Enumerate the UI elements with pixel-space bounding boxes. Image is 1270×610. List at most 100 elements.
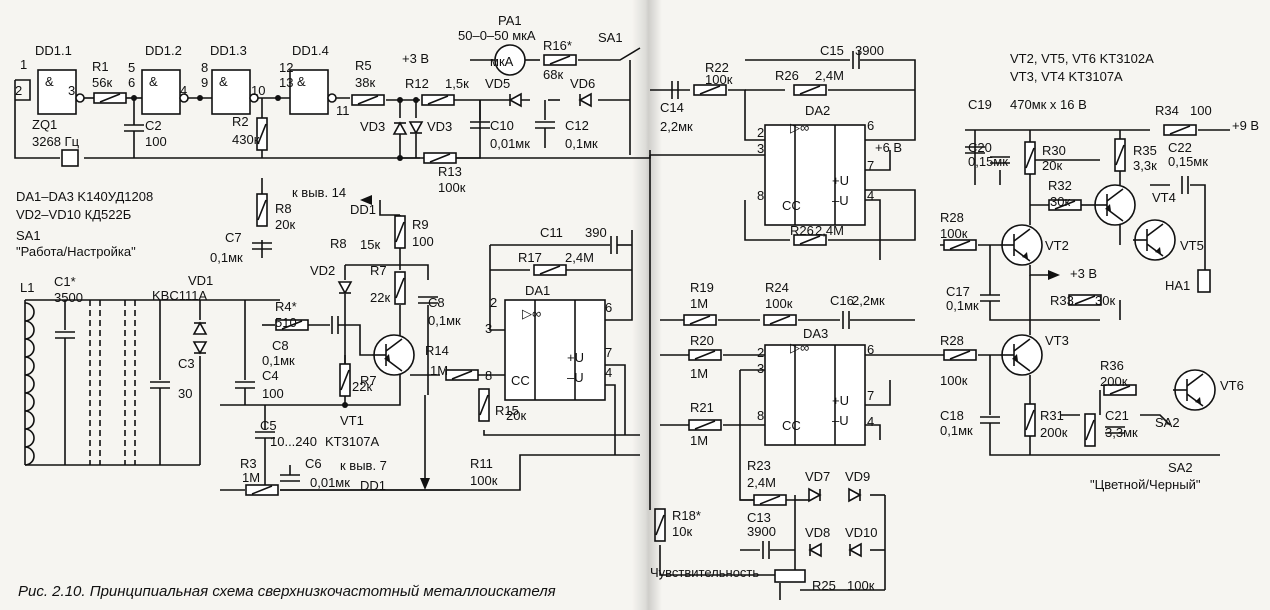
component-label: 3 xyxy=(68,83,75,98)
wire xyxy=(84,150,651,159)
wire xyxy=(489,245,505,331)
component-label: 0,01мк xyxy=(490,136,530,151)
note-vd: VD2–VD10 КД522Б xyxy=(16,207,131,222)
component-label: 390 xyxy=(585,225,607,240)
component-label: C18 xyxy=(940,408,964,423)
component-label: 8 xyxy=(485,368,492,383)
component-label: 3900 xyxy=(747,524,776,539)
logic-gate-symbol xyxy=(75,93,85,103)
component-label: 0,1мк xyxy=(946,298,979,313)
wire xyxy=(345,372,401,406)
component-label: 56к xyxy=(92,75,112,90)
transistor-symbol xyxy=(1013,228,1031,242)
resistor-symbol xyxy=(539,265,561,275)
component-label: R15 xyxy=(495,403,519,418)
wire xyxy=(865,380,891,406)
component-label: 200к xyxy=(1100,374,1128,389)
transistor-symbol xyxy=(1186,393,1204,407)
junction-dot xyxy=(342,402,348,408)
component-label: 2,2мк xyxy=(852,293,885,308)
component-label: C8 xyxy=(272,338,289,353)
component-label: KBC111A xyxy=(152,288,207,303)
transistor-symbol xyxy=(1012,354,1018,361)
wire xyxy=(989,301,1100,321)
transistor-symbol xyxy=(1106,188,1124,202)
wire xyxy=(828,189,916,241)
component-label: VT6 xyxy=(1220,378,1244,393)
arrow xyxy=(1048,270,1060,280)
component-label: +3 В xyxy=(1070,266,1097,281)
component-label: 3 xyxy=(757,361,764,376)
buzzer-symbol xyxy=(1197,269,1211,293)
component-label: KT3107A xyxy=(325,434,380,449)
component-label: C16 xyxy=(830,293,854,308)
diode-symbol xyxy=(578,92,592,108)
component-label: 20к xyxy=(275,217,295,232)
component-label: 3 xyxy=(757,141,764,156)
component-label: 100к xyxy=(765,296,793,311)
diode-symbol xyxy=(337,281,353,295)
component-label: C17 xyxy=(946,284,970,299)
diode-symbol xyxy=(192,341,208,355)
transistor-symbol xyxy=(1013,338,1031,352)
component-label: R31 xyxy=(1040,408,1064,423)
note-sa2-title: SA2 xyxy=(1168,460,1193,475)
component-label: 2,2мк xyxy=(660,119,693,134)
component-label: 100к xyxy=(470,473,498,488)
component-label: VT3 xyxy=(1045,333,1069,348)
component-label: PA1 xyxy=(498,13,522,28)
component-label: R9 xyxy=(412,217,429,232)
wire xyxy=(483,430,640,436)
component-label: 30 xyxy=(178,386,192,401)
wire xyxy=(744,200,790,241)
logic-gate-symbol xyxy=(141,69,181,115)
component-label: 4 xyxy=(867,188,874,203)
component-label: 2 xyxy=(757,125,764,140)
component-label: C2 xyxy=(145,118,162,133)
component-label: DD1 xyxy=(360,478,386,493)
potentiometer-symbol xyxy=(774,569,806,583)
component-label: C11 xyxy=(540,225,563,240)
component-label: CC xyxy=(511,373,530,388)
wire xyxy=(15,79,31,101)
component-label: 2,4M xyxy=(565,250,594,265)
coil-symbol xyxy=(24,338,35,358)
component-label: 3500 xyxy=(54,290,83,305)
component-label: CC xyxy=(782,418,801,433)
shield-symbol xyxy=(89,300,136,465)
component-label: R13 xyxy=(438,164,462,179)
component-label: ▷∞ xyxy=(790,340,809,355)
component-label: 0,1мк xyxy=(940,423,973,438)
logic-gate-symbol xyxy=(211,69,251,115)
transistor-symbol xyxy=(384,354,390,361)
component-label: +U xyxy=(832,393,849,408)
arrow xyxy=(420,478,430,490)
component-label: R11 xyxy=(470,456,493,471)
component-label: DD1.4 xyxy=(292,43,329,58)
component-label: 0,1мк xyxy=(210,250,243,265)
component-label: 0,15мк xyxy=(1168,154,1208,169)
component-label: 4 xyxy=(605,365,612,380)
component-label: 7 xyxy=(605,345,612,360)
wire xyxy=(989,423,1220,456)
component-label: +3 В xyxy=(402,51,429,66)
note-sa1-desc: "Работа/Настройка" xyxy=(16,244,136,259)
component-label: +9 В xyxy=(1232,118,1259,133)
opamp-block xyxy=(764,344,866,446)
resistor-symbol xyxy=(479,394,489,416)
component-label: 3268 Гц xyxy=(32,134,80,149)
transistor-symbol xyxy=(385,338,403,352)
component-label: R26 xyxy=(775,68,799,83)
logic-gate-symbol: & xyxy=(297,74,306,89)
component-label: 0,1мк xyxy=(262,353,295,368)
component-label: 10к xyxy=(672,524,692,539)
component-label: 2,4M xyxy=(815,223,844,238)
resistor-symbol xyxy=(251,485,273,495)
component-label: VD7 xyxy=(805,469,830,484)
component-label: 3,3к xyxy=(1133,158,1157,173)
component-label: VT2 xyxy=(1045,238,1069,253)
component-label: VD9 xyxy=(845,469,870,484)
component-label: R12 xyxy=(405,76,429,91)
component-label: VD3 xyxy=(360,119,385,134)
